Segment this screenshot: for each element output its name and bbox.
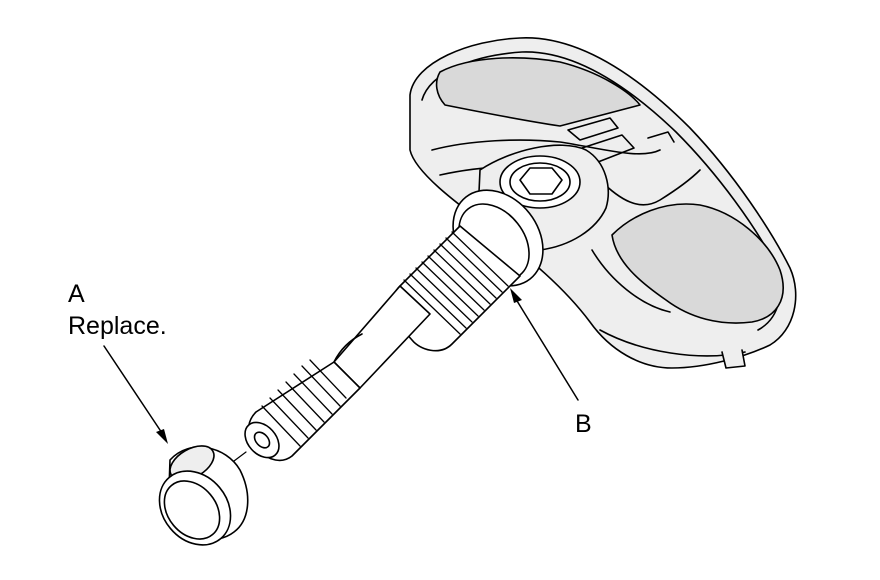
leader-a-line: [103, 345, 165, 437]
housing-panel-line-3: [599, 169, 701, 206]
housing-groove-3: [647, 131, 675, 143]
housing-groove-1: [567, 117, 619, 141]
housing-bottom-tab: [721, 349, 746, 369]
housing-panel-line-4: [591, 249, 671, 313]
leader-b: [510, 288, 579, 401]
callout-a-note: Replace.: [68, 312, 167, 340]
valve-stem: [244, 225, 521, 462]
stem-lower-threads: [261, 359, 347, 447]
housing-right-pad: [611, 203, 784, 324]
housing-recess: [435, 57, 641, 127]
callout-b-letter: B: [575, 410, 592, 438]
valve-boss: [477, 144, 609, 251]
callout-a-letter: A: [68, 280, 85, 308]
housing-panel-line-1: [431, 139, 661, 155]
leader-b-line: [513, 295, 579, 401]
stem-tip-core: [253, 431, 271, 449]
cap-bottom-inner: [163, 480, 221, 540]
leader-b-arrowhead: [510, 288, 522, 303]
valve-cap-a: [158, 445, 249, 546]
boss-hex-socket: [519, 167, 563, 195]
stem-upper-threads: [403, 231, 509, 335]
leader-a: [103, 345, 168, 444]
leader-a-arrowhead: [156, 429, 168, 444]
stem-shoulder: [333, 333, 363, 363]
